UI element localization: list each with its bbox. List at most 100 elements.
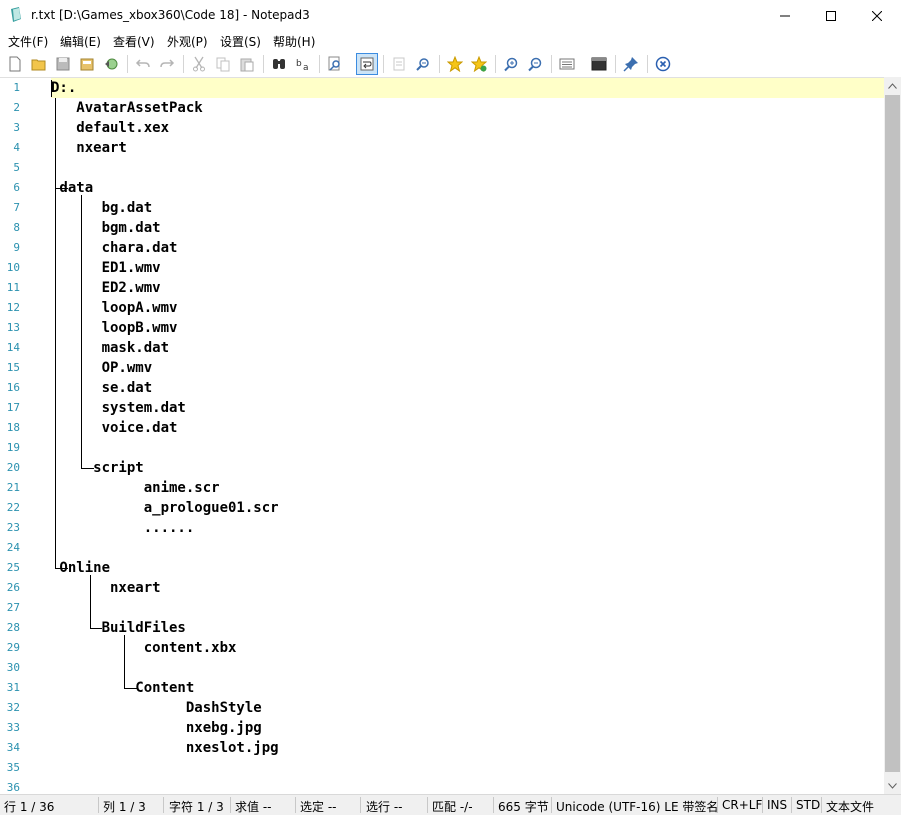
redo-button[interactable] <box>156 53 178 75</box>
text-line[interactable]: nxeart <box>51 140 127 156</box>
browse-button[interactable] <box>100 53 122 75</box>
favorites-icon <box>447 56 463 72</box>
scroll-down-button[interactable] <box>884 777 901 794</box>
new-file-button[interactable] <box>4 53 26 75</box>
find-next-icon <box>416 58 429 71</box>
current-line-highlight <box>51 78 884 98</box>
maximize-button[interactable] <box>808 0 854 31</box>
scrollbar-thumb[interactable] <box>885 95 900 772</box>
text-line[interactable]: loopA.wmv <box>51 300 178 316</box>
open-file-button[interactable] <box>28 53 50 75</box>
line-number: 23 <box>6 521 20 534</box>
menu-help[interactable]: 帮助(H) <box>273 35 316 49</box>
status-bytes: 665 字节 <box>498 800 549 814</box>
find-in-files-button[interactable] <box>324 53 346 75</box>
redo-icon <box>160 59 175 68</box>
close-button[interactable] <box>854 0 900 31</box>
zoom-in-button[interactable] <box>500 53 522 75</box>
text-caret <box>51 80 52 97</box>
status-selection: 选定 -- <box>300 800 337 814</box>
text-line[interactable]: BuildFiles <box>51 620 186 636</box>
status-encoding[interactable]: Unicode (UTF-16) LE 带签名 <box>556 800 719 814</box>
text-line[interactable]: DashStyle <box>51 700 262 716</box>
add-favorite-button[interactable] <box>468 53 490 75</box>
text-line[interactable]: bgm.dat <box>51 220 161 236</box>
toolbar-separator <box>319 55 320 73</box>
status-line[interactable]: 行 1 / 36 <box>4 800 55 814</box>
text-line[interactable]: mask.dat <box>51 340 170 356</box>
save-as-icon <box>80 58 94 71</box>
toolbar-separator <box>383 55 384 73</box>
status-separator <box>762 797 763 813</box>
status-column[interactable]: 列 1 / 3 <box>103 800 146 814</box>
text-area[interactable]: D:. AvatarAssetPack default.xex nxeart d… <box>51 78 884 795</box>
text-line[interactable]: AvatarAssetPack <box>51 100 203 116</box>
minimize-icon <box>780 15 790 16</box>
minimize-button[interactable] <box>762 0 808 31</box>
text-line[interactable]: OP.wmv <box>51 360 153 376</box>
text-line[interactable]: nxeslot.jpg <box>51 740 279 756</box>
menu-settings[interactable]: 设置(S) <box>220 35 261 49</box>
vertical-scrollbar[interactable] <box>884 77 901 794</box>
menu-view[interactable]: 查看(V) <box>113 35 155 49</box>
copy-icon <box>216 57 230 72</box>
text-line[interactable]: data <box>51 180 94 196</box>
text-line[interactable]: default.xex <box>51 120 170 136</box>
window-title: r.txt [D:\Games_xbox360\Code 18] - Notep… <box>31 8 310 22</box>
word-wrap-button[interactable] <box>356 53 378 75</box>
text-line[interactable]: content.xbx <box>51 640 237 656</box>
tree-line <box>55 98 56 568</box>
paste-button[interactable] <box>236 53 258 75</box>
line-number: 14 <box>6 341 20 354</box>
scheme-button[interactable] <box>556 53 578 75</box>
text-line[interactable]: anime.scr <box>51 480 220 496</box>
line-number: 10 <box>6 261 20 274</box>
browse-icon <box>105 58 118 70</box>
copy-button[interactable] <box>212 53 234 75</box>
save-as-button[interactable] <box>76 53 98 75</box>
text-line[interactable]: ...... <box>51 520 195 536</box>
scroll-up-button[interactable] <box>884 77 901 94</box>
menu-file[interactable]: 文件(F) <box>8 35 49 49</box>
terminal-button[interactable] <box>588 53 610 75</box>
exit-button[interactable] <box>652 53 674 75</box>
text-line[interactable]: ED2.wmv <box>51 280 161 296</box>
find-next-button[interactable] <box>412 53 434 75</box>
text-line[interactable]: loopB.wmv <box>51 320 178 336</box>
text-line[interactable]: voice.dat <box>51 420 178 436</box>
text-line[interactable]: chara.dat <box>51 240 178 256</box>
menu-edit[interactable]: 编辑(E) <box>60 35 101 49</box>
menu-appearance[interactable]: 外观(P) <box>167 35 208 49</box>
pin-icon <box>623 57 638 72</box>
status-ins[interactable]: INS <box>767 798 788 812</box>
undo-button[interactable] <box>132 53 154 75</box>
select-column-button[interactable] <box>388 53 410 75</box>
text-line[interactable]: nxeart <box>51 580 161 596</box>
favorites-button[interactable] <box>444 53 466 75</box>
text-line[interactable]: Online <box>51 560 111 576</box>
find-button[interactable] <box>268 53 290 75</box>
text-line[interactable]: nxebg.jpg <box>51 720 262 736</box>
zoom-out-button[interactable] <box>524 53 546 75</box>
text-line[interactable]: Content <box>51 680 195 696</box>
cut-button[interactable] <box>188 53 210 75</box>
text-line[interactable]: bg.dat <box>51 200 153 216</box>
text-line[interactable]: system.dat <box>51 400 186 416</box>
toolbar-separator <box>183 55 184 73</box>
pin-button[interactable] <box>620 53 642 75</box>
text-line[interactable]: script <box>51 460 144 476</box>
status-eol[interactable]: CR+LF <box>722 798 763 812</box>
text-line[interactable]: D:. <box>51 80 77 96</box>
scheme-icon <box>559 58 575 70</box>
status-separator <box>295 797 296 813</box>
chevron-down-icon <box>888 782 897 789</box>
line-number: 1 <box>13 81 20 94</box>
status-std[interactable]: STD <box>796 798 821 812</box>
save-button[interactable] <box>52 53 74 75</box>
status-filetype[interactable]: 文本文件 <box>826 800 875 814</box>
text-line[interactable]: ED1.wmv <box>51 260 161 276</box>
text-line[interactable]: a_prologue01.scr <box>51 500 279 516</box>
text-line[interactable]: se.dat <box>51 380 153 396</box>
